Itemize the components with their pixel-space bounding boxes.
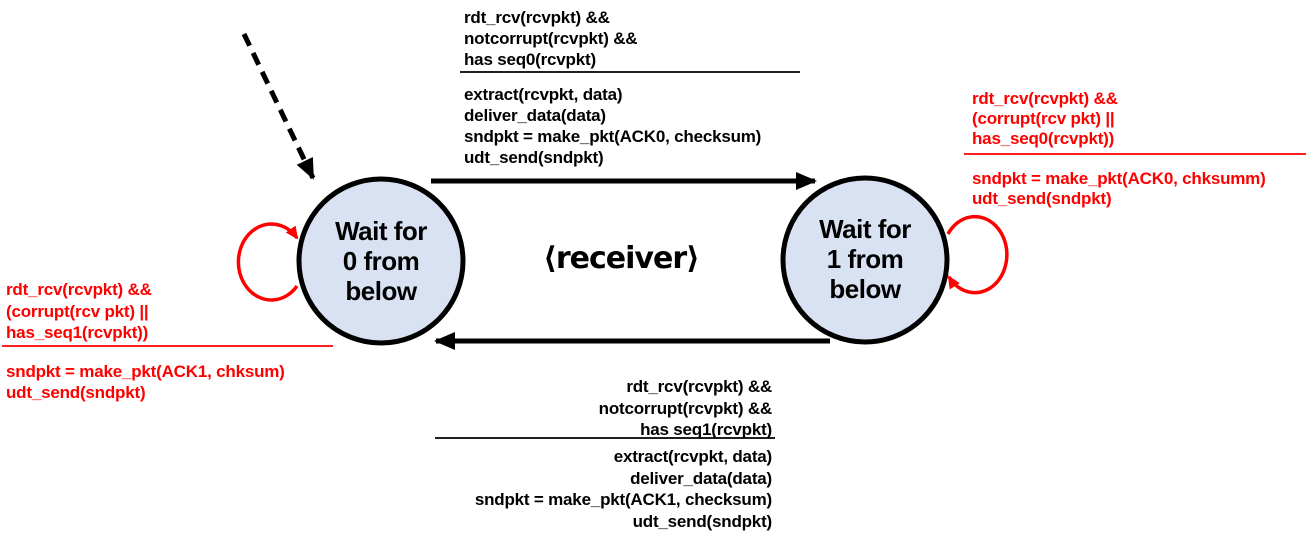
state-wait1-circle: [780, 175, 950, 345]
receiver-caption: ⟨receiver⟩: [543, 241, 700, 276]
self-loop-right-arrow: [946, 214, 1009, 295]
initial-state-arrow: [241, 32, 316, 180]
state-wait0-circle: [296, 176, 466, 346]
state-wait0-label: Wait for 0 from below: [335, 216, 427, 306]
state-wait1-label: Wait for 1 from below: [819, 214, 911, 304]
top-transition-action: extract(rcvpkt, data) deliver_data(data)…: [464, 85, 762, 167]
top-transition-condition: rdt_rcv(rcvpkt) && notcorrupt(rcvpkt) &&…: [464, 8, 638, 69]
left-loop-action: sndpkt = make_pkt(ACK1, chksum) udt_send…: [6, 362, 285, 402]
right-loop-action: sndpkt = make_pkt(ACK0, chksumm) udt_sen…: [972, 169, 1266, 208]
self-loop-left-arrow: [236, 222, 299, 302]
bottom-transition-condition: rdt_rcv(rcvpkt) && notcorrupt(rcvpkt) &&…: [598, 377, 773, 439]
right-loop-condition: rdt_rcv(rcvpkt) && (corrupt(rcv pkt) || …: [972, 89, 1118, 148]
bottom-transition-action: extract(rcvpkt, data) deliver_data(data)…: [474, 447, 772, 531]
left-loop-condition: rdt_rcv(rcvpkt) && (corrupt(rcv pkt) || …: [6, 280, 152, 342]
